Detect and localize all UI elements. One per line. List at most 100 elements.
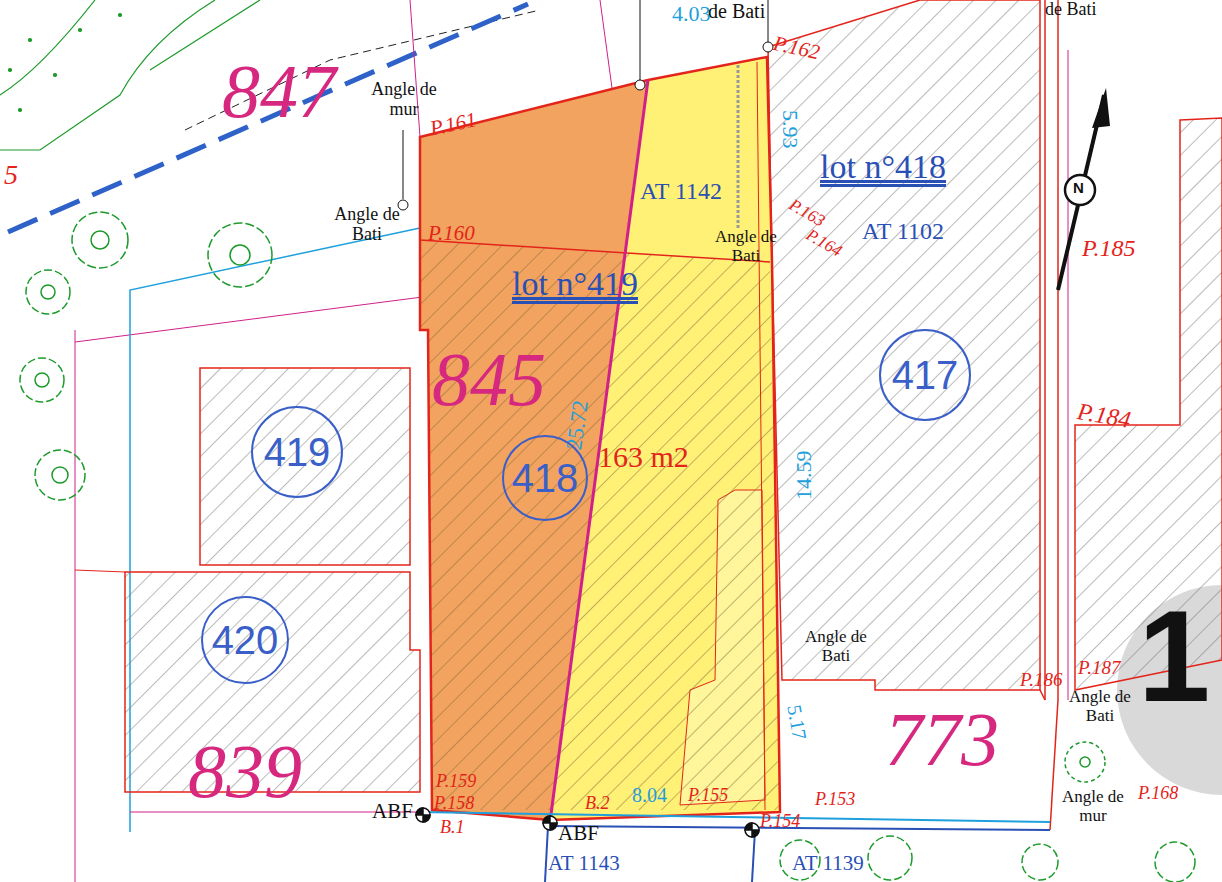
parcel-number: 839 xyxy=(188,730,302,814)
plan-stroke xyxy=(403,130,404,199)
abf-label: ABF xyxy=(558,822,599,845)
boundary-line xyxy=(1044,0,1046,700)
plan-stroke xyxy=(416,808,430,822)
trees xyxy=(20,212,1195,882)
plan-stroke xyxy=(20,358,64,402)
building-note: Angle de Bati xyxy=(700,228,792,265)
plan-stroke xyxy=(635,80,645,90)
plan-stroke xyxy=(600,0,612,88)
lot-title: lot n°418 xyxy=(820,148,946,185)
section-number: AT 1142 xyxy=(640,178,722,204)
plan-stroke xyxy=(745,823,759,837)
point-name: B.2 xyxy=(585,794,610,814)
point-name: B.1 xyxy=(440,818,465,838)
dimension: 4.03 xyxy=(672,2,711,26)
point-name: P.186 xyxy=(1020,670,1062,691)
building-note: de Bati xyxy=(708,0,765,22)
fence-line xyxy=(737,65,740,230)
street-line xyxy=(420,812,1050,822)
parcel-number: 845 xyxy=(432,338,546,422)
park-area xyxy=(0,0,260,150)
dimension: 14.59 xyxy=(792,451,816,501)
dimension: 5.93 xyxy=(778,110,802,149)
boundary-line xyxy=(1057,0,1059,700)
north-letter: N xyxy=(1073,180,1084,197)
point-name: P.158 xyxy=(434,794,474,814)
plan-stroke xyxy=(19,109,22,112)
plan-stroke xyxy=(52,467,68,483)
plan-stroke xyxy=(745,823,759,837)
plan-stroke xyxy=(208,223,272,287)
wall-note: Angle de mur xyxy=(1055,788,1131,825)
plan-stroke xyxy=(29,39,32,42)
street-line xyxy=(545,826,548,882)
plan-stroke xyxy=(1065,742,1105,782)
plan-stroke xyxy=(75,330,76,882)
parcel-number: 847 xyxy=(222,50,336,134)
building-note: de Bati xyxy=(1045,0,1097,20)
plan-stroke xyxy=(119,14,122,17)
plan-stroke xyxy=(416,808,430,822)
parcel-line xyxy=(1068,50,1069,700)
boundary-line xyxy=(1040,690,1045,700)
plan-stroke xyxy=(640,0,641,80)
plan-stroke xyxy=(9,69,12,72)
sheet-number: 1 xyxy=(1138,585,1210,728)
plan-stroke xyxy=(41,285,55,299)
plan-stroke xyxy=(91,231,109,249)
parcel-number: 773 xyxy=(885,698,999,782)
section-number: AT 1143 xyxy=(548,852,620,875)
section-number: AT 1102 xyxy=(862,218,944,244)
building-number: 420 xyxy=(212,618,279,663)
point-name: 5 xyxy=(4,160,18,191)
point-name: P.185 xyxy=(1082,235,1136,261)
building-note: Angle de Bati xyxy=(795,628,877,665)
plan-stroke xyxy=(35,373,49,387)
plan-stroke xyxy=(26,270,70,314)
point-name: P.155 xyxy=(688,786,728,806)
building-circle: 417 xyxy=(879,329,971,421)
point-name: P.168 xyxy=(1138,784,1178,804)
plan-stroke xyxy=(768,0,769,42)
plan-stroke xyxy=(54,74,57,77)
building-circle: 420 xyxy=(201,596,289,684)
plan-stroke xyxy=(230,245,250,265)
building-417 xyxy=(768,0,1040,690)
plan-stroke xyxy=(75,570,125,572)
street-line xyxy=(752,830,755,882)
section-number: AT 1139 xyxy=(792,852,864,875)
plan-stroke xyxy=(0,0,95,95)
dimension: 8.04 xyxy=(632,784,667,806)
plan-stroke xyxy=(543,816,557,830)
plan-stroke xyxy=(1065,175,1095,205)
plan-stroke xyxy=(72,212,128,268)
building-number: 417 xyxy=(892,353,959,398)
plan-stroke xyxy=(543,816,557,830)
plan-stroke xyxy=(35,450,85,500)
plan-stroke xyxy=(1092,88,1110,128)
building-circle: 419 xyxy=(251,406,343,498)
building-note: Angle de Bati xyxy=(1058,688,1142,725)
plan-stroke xyxy=(79,29,82,32)
plan-stroke xyxy=(1080,757,1090,767)
building-note: Angle de mur xyxy=(362,80,446,120)
point-name: P.154 xyxy=(760,812,800,832)
point-name: P.153 xyxy=(815,790,855,810)
building-number: 419 xyxy=(264,430,331,475)
point-name: P.187 xyxy=(1078,658,1120,679)
point-name: P.160 xyxy=(428,222,475,245)
lot-title: lot n°419 xyxy=(512,265,638,302)
area-value: 163 m2 xyxy=(598,440,689,473)
plan-stroke xyxy=(868,836,912,880)
abf-label: ABF xyxy=(372,800,413,823)
building-419 xyxy=(200,368,410,565)
lot-division xyxy=(757,62,765,810)
plan-stroke xyxy=(0,0,215,150)
plan-stroke xyxy=(1155,842,1195,882)
boundary-line xyxy=(1050,700,1058,830)
building-circle: 418 xyxy=(502,435,589,522)
point-name: P.159 xyxy=(436,772,476,792)
lot-hatch xyxy=(420,240,780,810)
